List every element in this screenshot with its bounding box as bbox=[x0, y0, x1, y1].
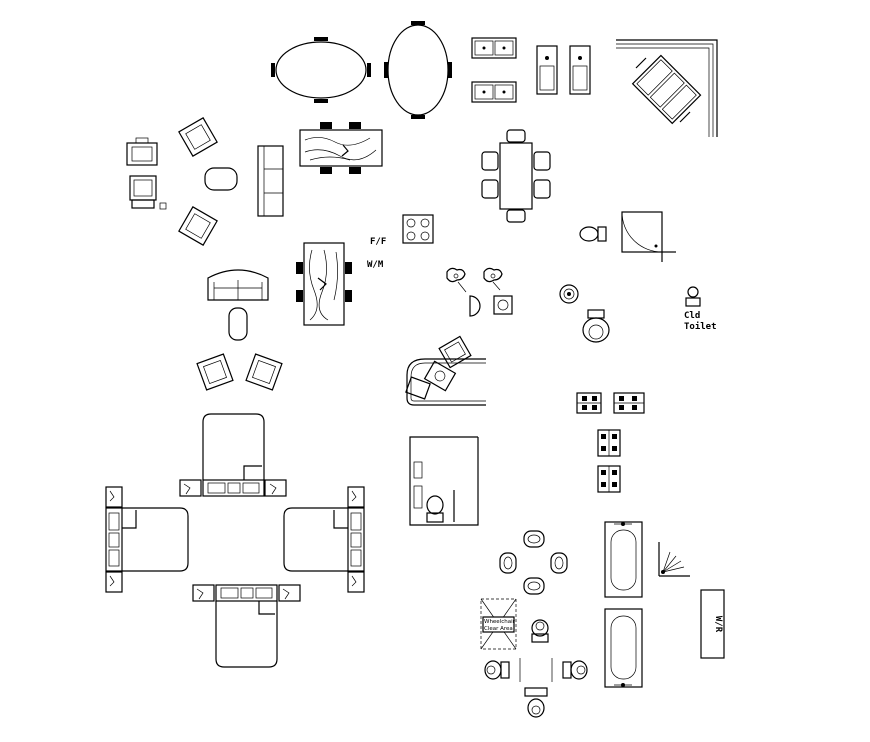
armchair-top bbox=[178, 117, 218, 157]
bed-bottom bbox=[192, 584, 301, 668]
label-wheelchair: Wheelchair bbox=[484, 619, 516, 625]
dining-table-wood-horizontal bbox=[299, 122, 383, 174]
two-seat-table-b bbox=[613, 392, 645, 414]
oval-dining-table-horizontal bbox=[271, 37, 371, 103]
basin-bottom bbox=[523, 577, 545, 595]
bathtub-upper bbox=[604, 521, 643, 598]
toilet-cross-bottom bbox=[524, 687, 548, 718]
plant-symbols bbox=[446, 267, 503, 293]
toilet-cross-right bbox=[562, 660, 588, 680]
bed-top bbox=[179, 413, 287, 497]
coffee-table-oval bbox=[204, 167, 238, 191]
armchair-lower-left bbox=[196, 353, 234, 391]
basin-left bbox=[499, 552, 517, 574]
corner-bed-diagonal bbox=[616, 39, 718, 137]
basin-top bbox=[523, 530, 545, 548]
two-seat-table-a bbox=[576, 392, 602, 414]
grab-bars bbox=[519, 658, 553, 682]
sofa-three-seat bbox=[257, 145, 284, 217]
double-sink-bottom bbox=[471, 81, 517, 103]
single-sink-left bbox=[536, 45, 558, 95]
label-wm: W/M bbox=[367, 260, 384, 270]
desk-chair-set bbox=[129, 175, 167, 210]
label-cld: Cld bbox=[684, 311, 700, 321]
toilet-cross-top bbox=[531, 619, 549, 643]
wr-box bbox=[700, 589, 725, 659]
bed-left bbox=[105, 486, 189, 593]
label-clear-area: Clear Area bbox=[484, 626, 513, 632]
toilet-cross-left bbox=[484, 660, 510, 680]
bed-right bbox=[283, 486, 365, 593]
urinal bbox=[582, 309, 610, 343]
bathtub-lower bbox=[604, 608, 643, 688]
armchair-bottom bbox=[178, 206, 218, 246]
lavatory-square bbox=[493, 295, 513, 315]
label-toilet: Toilet bbox=[684, 321, 717, 332]
label-ff: F/F bbox=[370, 237, 386, 247]
oval-dining-table-vertical bbox=[384, 21, 452, 119]
cld-toilet-symbol bbox=[685, 286, 701, 307]
wall-sink-half-round bbox=[469, 295, 481, 317]
loveseat bbox=[207, 269, 269, 301]
basin-right bbox=[550, 552, 568, 574]
cooktop-four-burner bbox=[402, 214, 434, 244]
toilet-side-view bbox=[579, 226, 607, 242]
corner-shower bbox=[621, 211, 676, 262]
wheelchair-clear-area bbox=[480, 598, 517, 650]
single-sink-right bbox=[569, 45, 591, 95]
floor-drain-round bbox=[559, 284, 579, 304]
office-workstation-l bbox=[405, 335, 486, 406]
armchair-left bbox=[126, 137, 158, 166]
bathroom-enclosure bbox=[409, 436, 479, 526]
dining-table-wood-vertical bbox=[296, 242, 352, 326]
two-seat-table-c bbox=[597, 429, 621, 457]
armchair-lower-right bbox=[245, 353, 283, 391]
label-wr: W/R bbox=[713, 616, 723, 633]
side-table-round bbox=[228, 307, 248, 341]
two-seat-table-d bbox=[597, 465, 621, 493]
double-sink-top bbox=[471, 37, 517, 59]
shower-head-corner bbox=[658, 542, 690, 577]
dining-table-six-seat bbox=[481, 129, 551, 223]
